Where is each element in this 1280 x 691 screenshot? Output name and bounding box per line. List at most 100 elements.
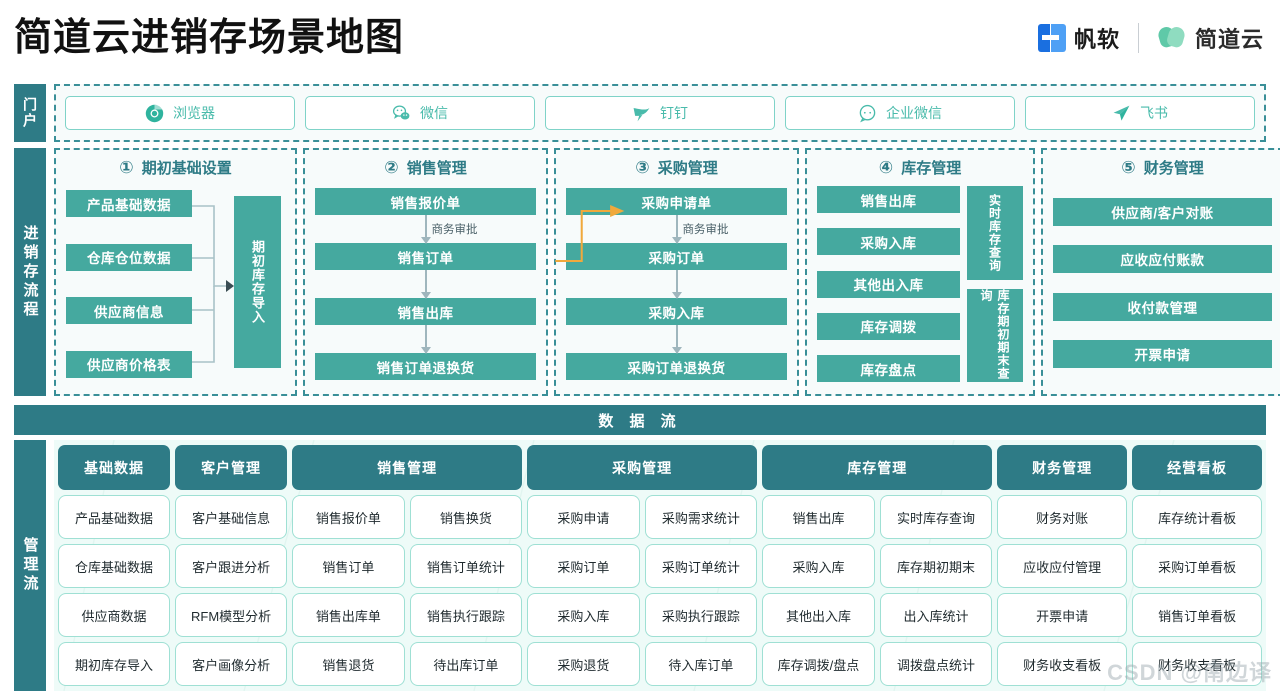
mgmt-cell[interactable]: 财务对账	[997, 495, 1128, 539]
flow-box-supplier-info[interactable]: 供应商信息	[66, 297, 192, 325]
mgmt-cell[interactable]: 销售订单看板	[1132, 593, 1263, 637]
portal-item-dingtalk[interactable]: 钉钉	[545, 96, 775, 130]
flow-box-inv-purchase-in[interactable]: 采购入库	[817, 228, 960, 256]
flow-box-inv-stocktake[interactable]: 库存盘点	[817, 355, 960, 382]
portal-item-browser[interactable]: 浏览器	[65, 96, 295, 130]
panel-1-connector	[192, 186, 234, 384]
flow-box-sales-return[interactable]: 销售订单退换货	[315, 353, 536, 380]
flow-panel-finance: ⑤ 财务管理 供应商/客户对账 应收应付账款 收付款管理 开票申请	[1041, 148, 1280, 396]
flow-box-supplier-price[interactable]: 供应商价格表	[66, 350, 192, 378]
flow-box-sales-order[interactable]: 销售订单	[315, 243, 536, 270]
mgmt-cell[interactable]: 库存调拨/盘点	[762, 642, 875, 686]
flow-box-initial-inventory-import[interactable]: 期初库存导入	[234, 196, 281, 368]
mgmt-cell[interactable]: 销售换货	[409, 495, 523, 539]
mgmt-head-basic-data[interactable]: 基础数据	[58, 445, 171, 490]
portal-item-wechat-label: 微信	[420, 105, 448, 121]
mgmt-cell[interactable]: 销售订单	[292, 544, 405, 588]
flow-box-receivable-payable[interactable]: 应收应付账款	[1053, 245, 1272, 274]
mgmt-cell[interactable]: 采购订单看板	[1132, 544, 1263, 588]
flow-box-period-inventory-query[interactable]: 库存期初期末查询	[967, 288, 1023, 382]
flow-box-reconciliation[interactable]: 供应商/客户对账	[1053, 197, 1272, 226]
panel-5-title: 财务管理	[1143, 160, 1204, 177]
portal-item-wechat[interactable]: 微信	[305, 96, 535, 130]
mgmt-cell[interactable]: 开票申请	[997, 593, 1128, 637]
panel-3-arrow-3	[566, 325, 787, 354]
flow-box-sales-quote[interactable]: 销售报价单	[315, 188, 536, 215]
flow-box-purchase-return[interactable]: 采购订单退换货	[566, 353, 787, 380]
panel-5-number: ⑤	[1121, 158, 1136, 177]
panel-5-items: 供应商/客户对账 应收应付账款 收付款管理 开票申请	[1053, 186, 1272, 384]
flow-box-inv-other-io[interactable]: 其他出入库	[817, 270, 960, 298]
flow-box-sales-outbound[interactable]: 销售出库	[315, 298, 536, 325]
mgmt-cell[interactable]: 实时库存查询	[879, 495, 993, 539]
mgmt-cell[interactable]: 采购需求统计	[644, 495, 758, 539]
flow-panels: ① 期初基础设置 产品基础数据 仓库仓位数据 供应商信息 供应商价格表	[54, 148, 1280, 396]
flow-box-purchase-request[interactable]: 采购申请单	[566, 188, 787, 215]
mgmt-group-basic-data: 基础数据 产品基础数据 仓库基础数据 供应商数据 期初库存导入	[58, 445, 171, 686]
brand-jiandaoyun-label: 简道云	[1194, 27, 1264, 52]
mgmt-cell[interactable]: 客户跟进分析	[175, 544, 288, 588]
flow-box-payment-mgmt[interactable]: 收付款管理	[1053, 292, 1272, 321]
mgmt-cell[interactable]: 库存统计看板	[1132, 495, 1263, 539]
brand-jiandaoyun: 简道云	[1156, 22, 1264, 54]
mgmt-cell[interactable]: 采购申请	[527, 495, 640, 539]
mgmt-cell[interactable]: 应收应付管理	[997, 544, 1128, 588]
flow-box-purchase-inbound[interactable]: 采购入库	[566, 298, 787, 325]
flow-box-invoice-request[interactable]: 开票申请	[1053, 340, 1272, 369]
mgmt-head-dashboard[interactable]: 经营看板	[1132, 445, 1263, 490]
mgmt-group-inventory: 库存管理 销售出库 采购入库 其他出入库 库存调拨/盘点 实时库存查询 库存期初…	[762, 445, 993, 686]
mgmt-cell[interactable]: 待出库订单	[409, 642, 523, 686]
mgmt-cell[interactable]: 出入库统计	[879, 593, 993, 637]
management-row-label: 管理流	[14, 440, 46, 691]
flow-box-inv-transfer[interactable]: 库存调拨	[817, 312, 960, 340]
flow-box-realtime-inventory-query[interactable]: 实时库存查询	[967, 186, 1023, 280]
mgmt-cell[interactable]: 仓库基础数据	[58, 544, 171, 588]
mgmt-head-customer[interactable]: 客户管理	[175, 445, 288, 490]
mgmt-cell[interactable]: RFM模型分析	[175, 593, 288, 637]
mgmt-cell[interactable]: 待入库订单	[644, 642, 758, 686]
mgmt-head-finance[interactable]: 财务管理	[997, 445, 1128, 490]
mgmt-cell[interactable]: 销售退货	[292, 642, 405, 686]
mgmt-cell[interactable]: 采购订单	[527, 544, 640, 588]
mgmt-cell[interactable]: 客户基础信息	[175, 495, 288, 539]
flow-row-label: 进销存流程	[14, 148, 46, 396]
mgmt-cell[interactable]: 财务收支看板	[997, 642, 1128, 686]
mgmt-group-sales: 销售管理 销售报价单 销售订单 销售出库单 销售退货 销售换货 销售订单统计 销…	[292, 445, 523, 686]
mgmt-cell[interactable]: 其他出入库	[762, 593, 875, 637]
mgmt-group-dashboard: 经营看板 库存统计看板 采购订单看板 销售订单看板 财务收支看板	[1132, 445, 1263, 686]
mgmt-cell[interactable]: 采购入库	[762, 544, 875, 588]
mgmt-head-inventory[interactable]: 库存管理	[762, 445, 993, 490]
mgmt-cell[interactable]: 采购订单统计	[644, 544, 758, 588]
portal-item-wecom[interactable]: 企业微信	[785, 96, 1015, 130]
panel-4-title: 库存管理	[901, 160, 962, 177]
mgmt-cell[interactable]: 期初库存导入	[58, 642, 171, 686]
portal-item-wecom-label: 企业微信	[886, 105, 942, 121]
flow-box-product-data[interactable]: 产品基础数据	[66, 190, 192, 217]
panel-4-body: 销售出库 采购入库 其他出入库 库存调拨 库存盘点 实时库存查询 库存期初期末查…	[817, 186, 1023, 384]
mgmt-head-purchase[interactable]: 采购管理	[527, 445, 758, 490]
mgmt-cell[interactable]: 财务收支看板	[1132, 642, 1263, 686]
mgmt-cell[interactable]: 采购入库	[527, 593, 640, 637]
mgmt-cell[interactable]: 销售执行跟踪	[409, 593, 523, 637]
mgmt-cell[interactable]: 库存期初期末	[879, 544, 993, 588]
portal-item-feishu[interactable]: 飞书	[1025, 96, 1255, 130]
mgmt-cell[interactable]: 采购退货	[527, 642, 640, 686]
mgmt-cell[interactable]: 销售出库	[762, 495, 875, 539]
mgmt-head-sales[interactable]: 销售管理	[292, 445, 523, 490]
mgmt-cell[interactable]: 销售报价单	[292, 495, 405, 539]
mgmt-cell[interactable]: 供应商数据	[58, 593, 171, 637]
mgmt-cell[interactable]: 销售出库单	[292, 593, 405, 637]
mgmt-cols-purchase: 采购申请 采购订单 采购入库 采购退货 采购需求统计 采购订单统计 采购执行跟踪…	[527, 495, 758, 686]
mgmt-cell[interactable]: 调拨盘点统计	[879, 642, 993, 686]
panel-1-items: 产品基础数据 仓库仓位数据 供应商信息 供应商价格表	[66, 186, 192, 384]
mgmt-cell[interactable]: 产品基础数据	[58, 495, 171, 539]
flow-box-warehouse-data[interactable]: 仓库仓位数据	[66, 243, 192, 271]
flow-box-inv-sales-out[interactable]: 销售出库	[817, 186, 960, 213]
mgmt-cell[interactable]: 采购执行跟踪	[644, 593, 758, 637]
mgmt-cell[interactable]: 客户画像分析	[175, 642, 288, 686]
portal-panel: 浏览器 微信 钉钉	[54, 84, 1266, 142]
flow-box-purchase-order[interactable]: 采购订单	[566, 243, 787, 270]
portal-row: 门户 浏览器 微信	[14, 84, 1266, 142]
panel-1-title: 期初基础设置	[141, 160, 232, 177]
mgmt-cell[interactable]: 销售订单统计	[409, 544, 523, 588]
